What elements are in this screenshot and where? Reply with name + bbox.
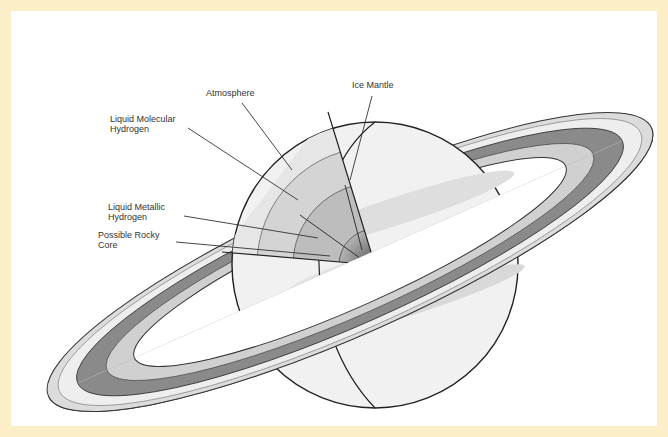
part-label: Liquid Molecular Hydrogen — [110, 114, 186, 134]
part-label: Possible Rocky Core — [98, 230, 174, 250]
leader-lines — [176, 96, 372, 256]
rings-front — [19, 62, 668, 437]
part-label: Liquid Metallic Hydrogen — [108, 202, 182, 222]
part-label: Atmosphere — [206, 88, 268, 98]
part-label: Ice Mantle — [352, 80, 414, 90]
rings-back — [19, 62, 668, 437]
